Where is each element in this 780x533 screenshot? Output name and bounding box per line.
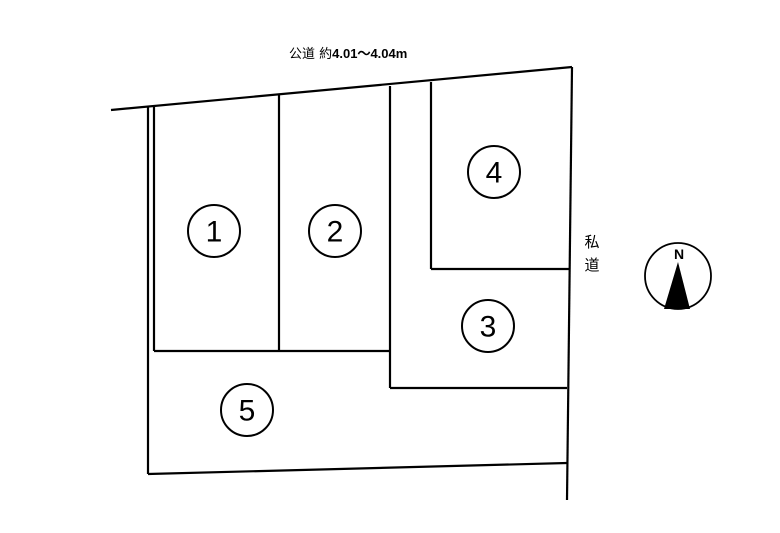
public-road-width: 4.01～4.04m: [332, 46, 407, 61]
boundary-lines: [110, 65, 574, 501]
public-road-edge-line: [110, 65, 573, 112]
bottom-boundary-line: [147, 461, 568, 476]
lot-4-circle: [467, 145, 521, 199]
lot-4-number: 4: [486, 157, 503, 190]
lot-5-number: 5: [239, 395, 256, 428]
lot-1-circle: [187, 204, 241, 258]
lot-2-circle: [308, 204, 362, 258]
svg-text:公道 約4.01～4.04m: 公道 約4.01～4.04m: [289, 46, 407, 62]
lot-2-marker: 2: [308, 204, 362, 258]
lot-3-number: 3: [480, 311, 497, 344]
lot-4-marker: 4: [467, 145, 521, 199]
lot-5-circle: [220, 383, 274, 437]
lot-2-number: 2: [327, 216, 344, 249]
private-road-label-char1: 私: [584, 233, 599, 251]
north-arrow-icon: N: [644, 242, 712, 310]
compass-north-letter: N: [674, 246, 684, 262]
lot-3-marker: 3: [461, 299, 515, 353]
lot-3-circle: [461, 299, 515, 353]
lot-1-number: 1: [206, 216, 223, 249]
compass-needle: [664, 262, 690, 309]
private-road-label-char2: 道: [584, 256, 599, 274]
private-road-label: 私 道: [584, 233, 599, 274]
lot-1-marker: 1: [187, 204, 241, 258]
public-road-label: 公道 約4.01～4.04m: [289, 46, 407, 62]
public-road-label-text: 公道 約: [289, 47, 332, 62]
private-road-edge-line: [565, 66, 574, 501]
lot-5-marker: 5: [220, 383, 274, 437]
